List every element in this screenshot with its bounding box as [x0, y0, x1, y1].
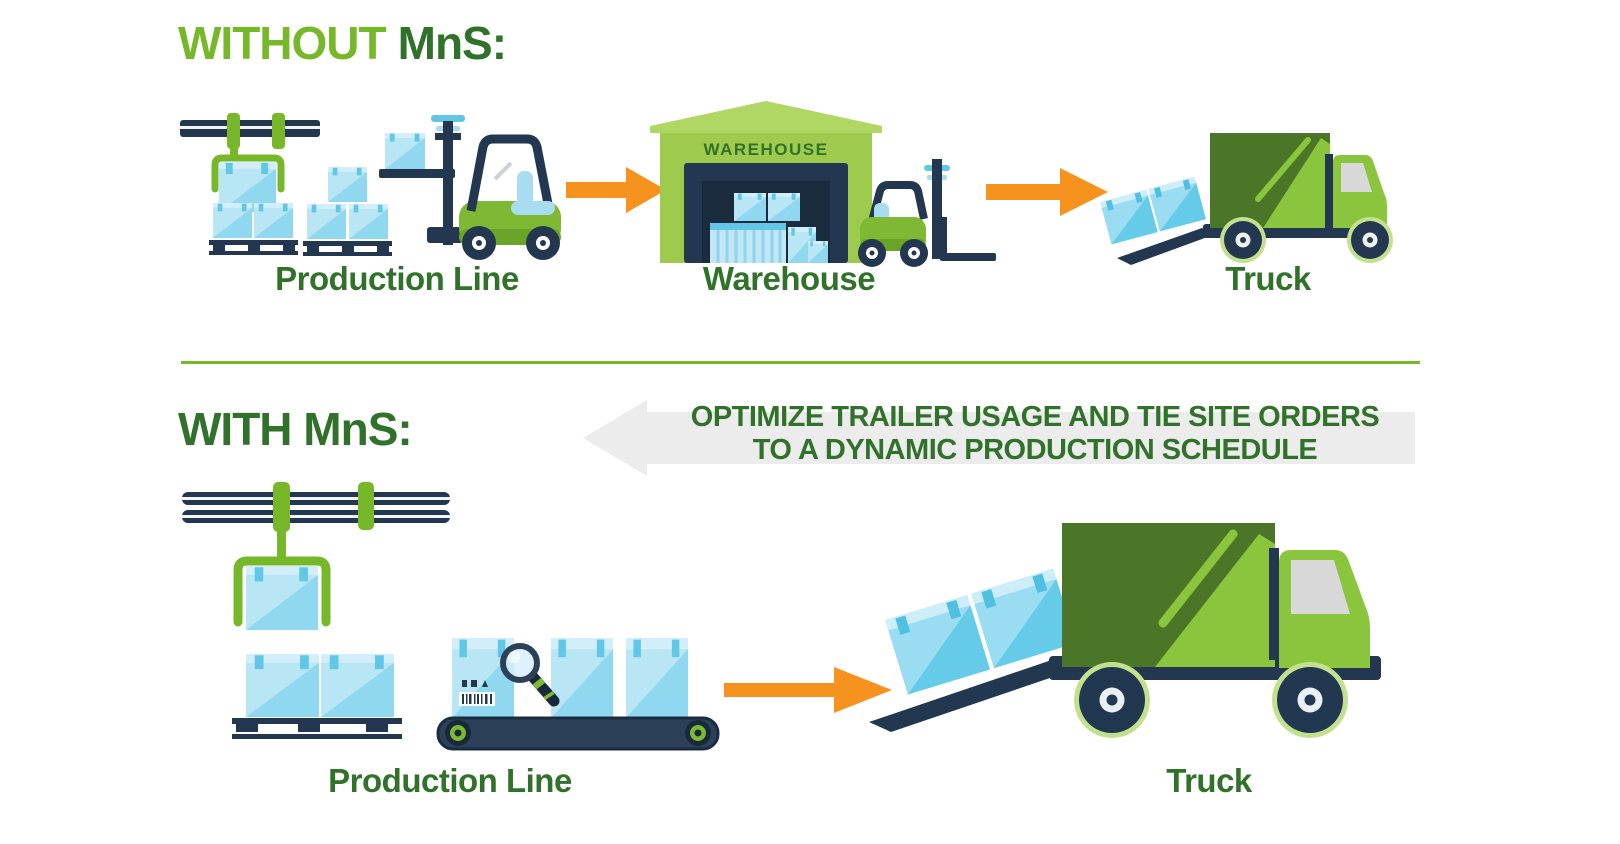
truck-body — [1049, 523, 1381, 738]
callout-arrow-icon — [583, 400, 1415, 476]
pallet-stack — [232, 654, 402, 739]
truck-body — [1203, 133, 1393, 263]
step-label-production-line: Production Line — [275, 260, 519, 297]
production-line-bottom-illustration — [182, 482, 720, 751]
title-with-mns: WITH MnS: — [178, 403, 413, 455]
callout-line-2: TO A DYNAMIC PRODUCTION SCHEDULE — [752, 434, 1318, 466]
conveyor-belt — [436, 638, 720, 751]
title-mns: MnS: — [397, 17, 507, 69]
barcode — [459, 692, 495, 706]
flow-arrow-icon — [566, 167, 666, 213]
shipping-marks — [462, 680, 488, 687]
loading-ramp — [1100, 176, 1213, 265]
truck-wheel — [1347, 217, 1393, 263]
warehouse-sign-text: WAREHOUSE — [704, 140, 829, 159]
forklift-wheel — [858, 239, 886, 267]
truck-wheel — [1272, 662, 1348, 738]
callout-line-1: OPTIMIZE TRAILER USAGE AND TIE SITE ORDE… — [690, 401, 1380, 433]
overhead-rails — [182, 482, 450, 532]
section-divider — [181, 361, 1420, 364]
forklift-wheel — [900, 239, 928, 267]
production-line-top-illustration — [180, 113, 561, 260]
title-without: WITHOUT — [178, 17, 387, 69]
forklift — [858, 159, 996, 267]
flow-arrow-icon — [724, 667, 892, 713]
pallet-stack-1 — [209, 203, 298, 255]
truck-wheel — [1220, 217, 1266, 263]
truck-bottom-illustration — [869, 523, 1381, 738]
callout-text: OPTIMIZE TRAILER USAGE AND TIE SITE ORDE… — [650, 401, 1420, 467]
conveyor-roller — [445, 720, 471, 746]
magnifier-icon — [500, 643, 560, 707]
overhead-rail — [180, 113, 320, 149]
warehouse-building: WAREHOUSE — [650, 101, 882, 263]
forklift-wheel — [526, 226, 560, 260]
gripper-with-box — [211, 147, 285, 212]
forklift-wheel — [462, 226, 496, 260]
step-label-truck: Truck — [1225, 260, 1311, 297]
pallet-stack-2 — [303, 167, 392, 256]
step-label-truck: Truck — [1166, 762, 1252, 799]
step-label-warehouse: Warehouse — [702, 260, 876, 297]
flow-arrow-icon — [986, 168, 1108, 216]
loading-ramp — [869, 568, 1103, 732]
conveyor-roller — [685, 720, 711, 746]
step-label-production-line: Production Line — [328, 762, 572, 799]
forklift — [379, 115, 561, 260]
truck-wheel — [1074, 662, 1150, 738]
ribbed-container — [710, 223, 786, 263]
warehouse-illustration: WAREHOUSE — [650, 101, 996, 267]
with-mns-title: WITH MnS: — [178, 403, 413, 455]
gripper-with-box — [233, 530, 331, 630]
truck-top-illustration — [1100, 133, 1393, 265]
